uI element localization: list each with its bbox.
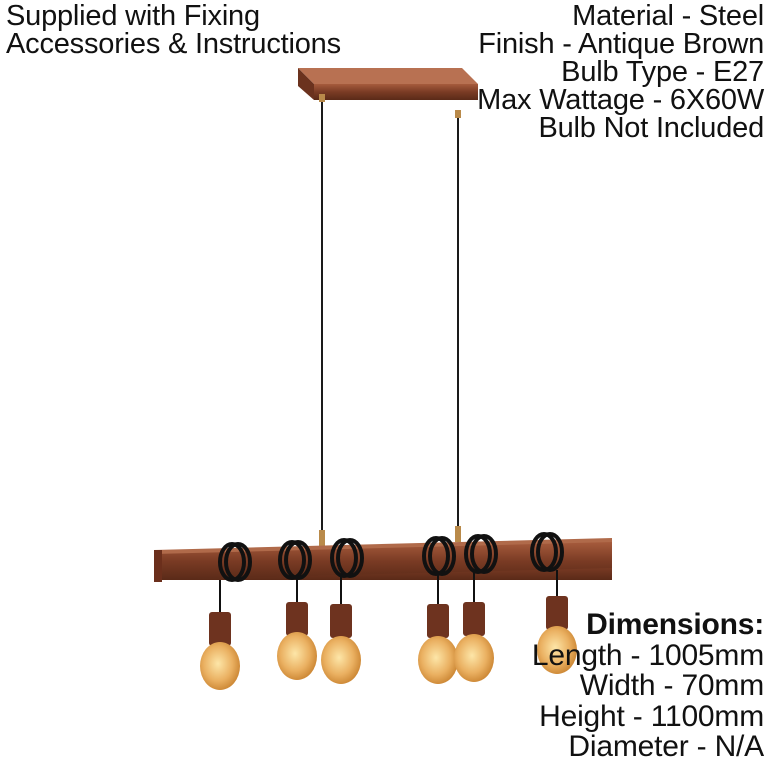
cable-grip [455, 526, 461, 542]
spec-max-wattage: Max Wattage - 6X60W [477, 84, 764, 116]
dimension-width: Width - 70mm [579, 669, 764, 702]
dimensions-heading: Dimensions: [586, 608, 764, 641]
cable-wraps [218, 532, 564, 582]
cable-grip [319, 94, 325, 102]
bulb-pendant [537, 570, 577, 674]
spec-finish: Finish - Antique Brown [478, 28, 764, 60]
fixing-line: Accessories & Instructions [6, 28, 341, 60]
cable-grip [319, 530, 325, 546]
fixing-info: Supplied with Fixing Accessories & Instr… [6, 0, 341, 60]
spec-list: Material - Steel Finish - Antique Brown … [477, 0, 764, 144]
cable-grip [455, 110, 461, 118]
dimension-diameter: Diameter - N/A [568, 730, 764, 763]
suspension-cables [321, 100, 459, 540]
spec-material: Material - Steel [572, 0, 764, 32]
bulb-pendant [277, 578, 317, 680]
bulb-pendant [200, 580, 240, 690]
dimension-height: Height - 1100mm [539, 699, 764, 733]
bulb-pendant [454, 572, 494, 682]
fixing-line: Supplied with Fixing [6, 0, 260, 32]
bulb-pendant [321, 576, 361, 684]
dimension-length: Length - 1005mm [531, 638, 764, 672]
dimensions-list: Dimensions: Length - 1005mm Width - 70mm… [531, 608, 764, 763]
spec-bulb-type: Bulb Type - E27 [561, 56, 764, 88]
spec-bulb-included: Bulb Not Included [538, 112, 764, 144]
bulb-pendants [200, 570, 577, 690]
bulb-pendant [418, 574, 458, 684]
ceiling-canopy [298, 68, 478, 100]
